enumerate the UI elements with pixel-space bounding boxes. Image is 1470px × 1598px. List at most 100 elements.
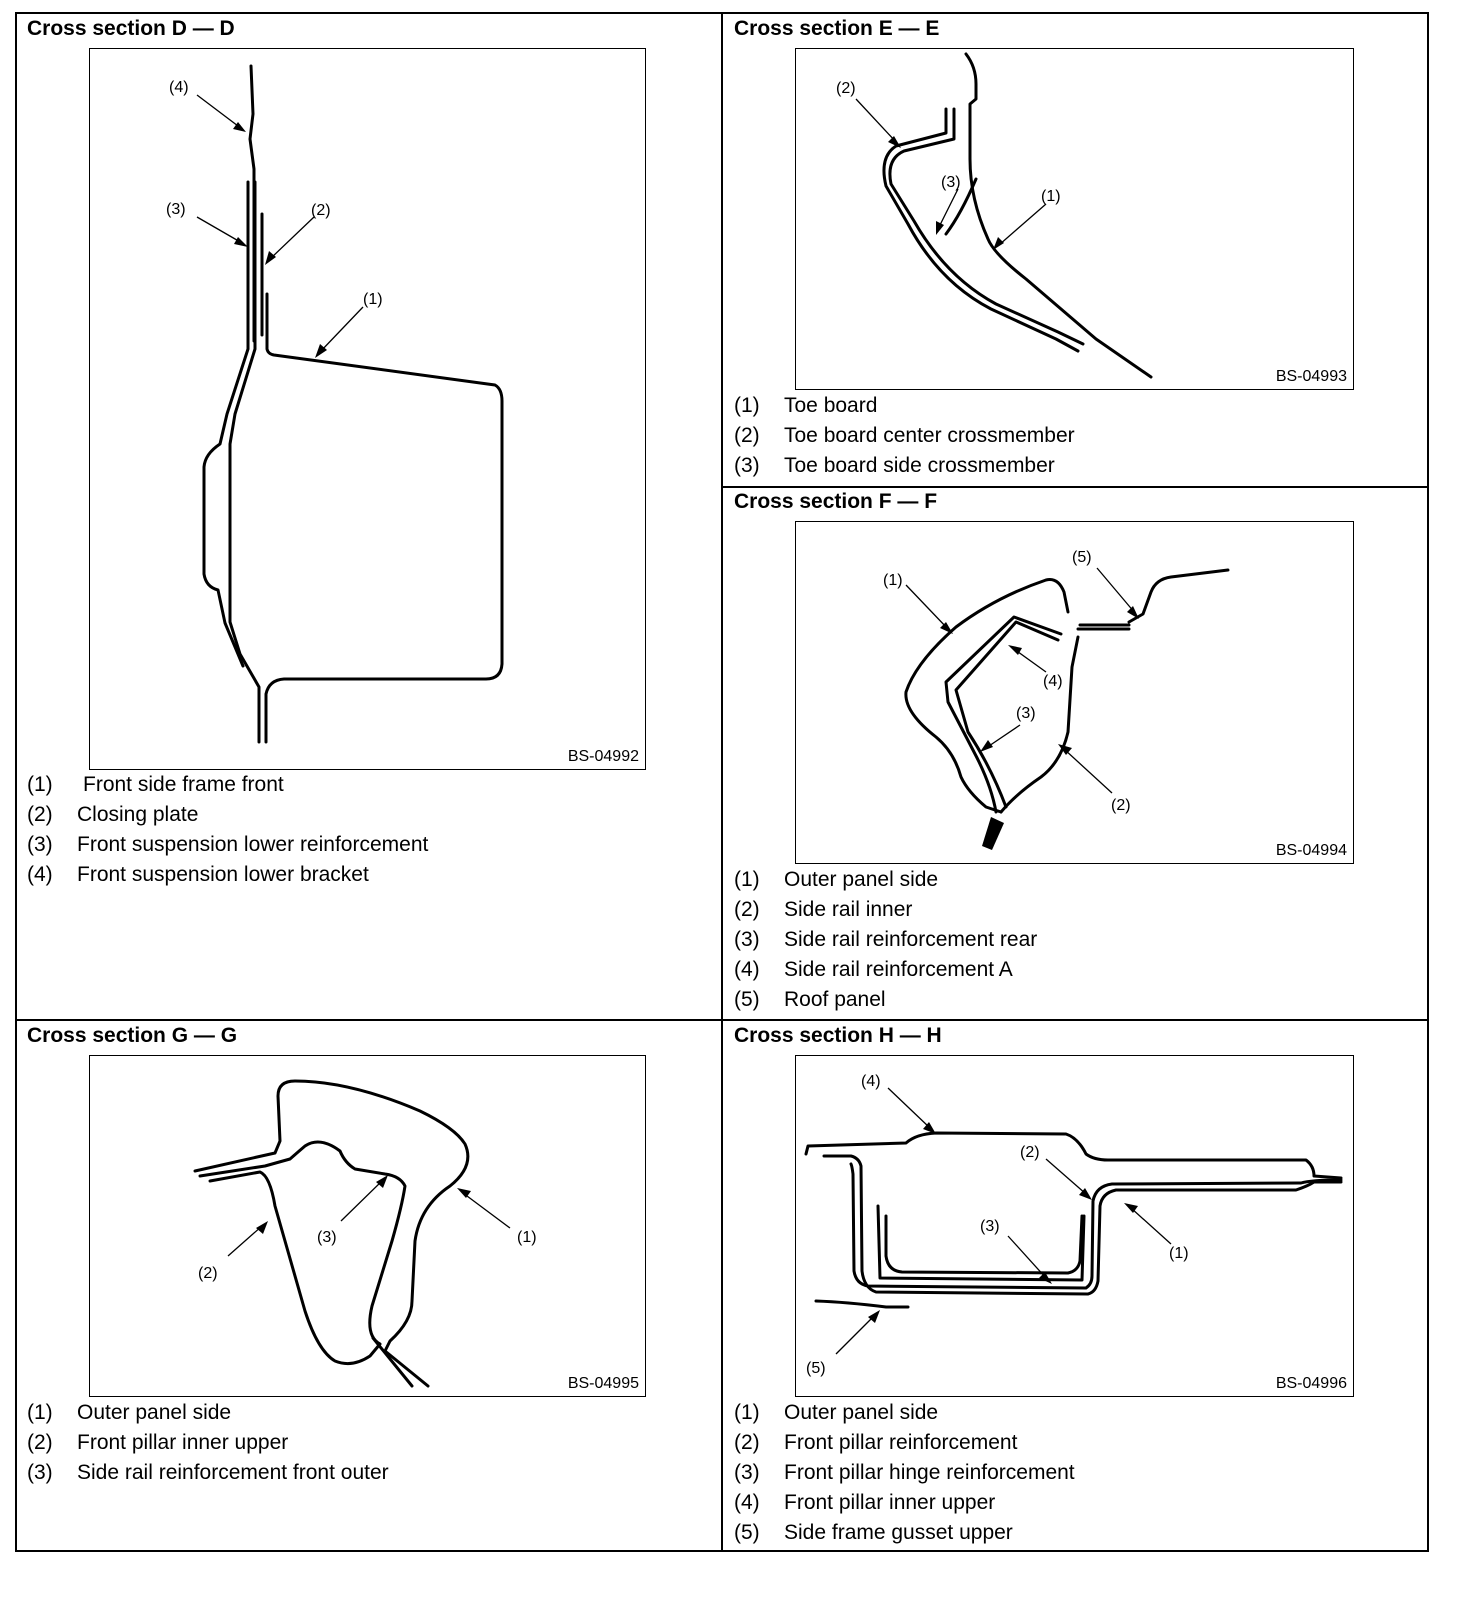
callout-g-2: (2) (198, 1265, 218, 1282)
side-frame-gusset-upper (814, 1299, 910, 1309)
section-g-figure-id: BS-04995 (567, 1375, 639, 1392)
section-d-figure: (4) (3) (2) (1) BS-04992 (89, 48, 646, 770)
legend-number: (1) (27, 773, 53, 796)
front-pillar-hinge-reinforcement (876, 1204, 1086, 1282)
callout-g-1: (1) (517, 1229, 537, 1246)
front-suspension-lower-bracket (248, 64, 256, 343)
section-e-drawing: (2) (3) (1) (836, 52, 1153, 379)
side-rail-reinforcement-a (944, 615, 1063, 814)
legend-text: Side rail reinforcement A (784, 958, 1013, 981)
legend-text: Front pillar reinforcement (784, 1431, 1018, 1454)
legend-number: (1) (734, 1401, 760, 1424)
legend-number: (5) (734, 1521, 760, 1544)
callout-h-3: (3) (980, 1218, 1000, 1235)
toe-board-center-crossmember (882, 107, 1085, 353)
section-f-drawing: (1) (5) (4) (3) (2) (883, 549, 1230, 850)
outer-panel-side (193, 1079, 470, 1388)
section-h-figure: (4) (2) (3) (1) (5) BS-04996 (795, 1055, 1354, 1397)
legend-number: (4) (734, 1491, 760, 1514)
callout-f-3: (3) (1016, 705, 1036, 722)
section-f-heading: Cross section F — F (734, 490, 938, 513)
callout-h-5: (5) (806, 1360, 826, 1377)
roof-panel (1076, 568, 1230, 631)
legend-text: Closing plate (77, 803, 199, 826)
legend-number: (1) (734, 868, 760, 891)
legend-text: Side rail reinforcement rear (784, 928, 1038, 951)
side-rail-reinforcement-rear (954, 620, 1060, 809)
row-divider-right (721, 486, 1429, 488)
legend-number: (4) (734, 958, 760, 981)
section-f-figure: (1) (5) (4) (3) (2) BS-04994 (795, 521, 1354, 864)
section-f-figure-id: BS-04994 (1275, 842, 1347, 859)
legend-text: Outer panel side (784, 868, 939, 891)
outer-panel-side (904, 578, 1070, 814)
legend-number: (3) (734, 1461, 760, 1484)
callout-g-3: (3) (317, 1229, 337, 1246)
leader-lines (835, 1087, 1172, 1355)
callout-e-2: (2) (836, 80, 856, 97)
legend-text: Toe board center crossmember (784, 424, 1075, 447)
callout-e-3: (3) (941, 174, 961, 191)
callout-f-4: (4) (1043, 673, 1063, 690)
section-g-drawing: (2) (3) (1) (193, 1079, 537, 1388)
toe-board-side-crossmember (944, 177, 978, 236)
legend-number: (4) (27, 863, 53, 886)
section-h-heading: Cross section H — H (734, 1024, 942, 1047)
callout-d-2: (2) (311, 202, 331, 219)
legend-number: (2) (734, 898, 760, 921)
legend-number: (2) (27, 1431, 53, 1454)
legend-number: (3) (734, 928, 760, 951)
front-pillar-inner-upper (198, 1140, 407, 1366)
legend-text: Outer panel side (77, 1401, 232, 1424)
legend-number: (3) (27, 833, 53, 856)
callout-d-1: (1) (363, 291, 383, 308)
front-pillar-inner-upper (804, 1131, 1343, 1180)
callout-d-3: (3) (166, 201, 186, 218)
legend-number: (5) (734, 988, 760, 1011)
legend-text: Front suspension lower bracket (77, 863, 369, 886)
section-e-heading: Cross section E — E (734, 17, 940, 40)
legend-text: Front pillar inner upper (784, 1491, 996, 1514)
section-d-figure-id: BS-04992 (567, 748, 639, 765)
legend-text: Side rail inner (784, 898, 913, 921)
legend-text: Toe board side crossmember (784, 454, 1055, 477)
legend-text: Outer panel side (784, 1401, 939, 1424)
gusset-tip (982, 817, 1004, 850)
legend-number: (3) (27, 1461, 53, 1484)
legend-text: Front pillar inner upper (77, 1431, 289, 1454)
legend-text: Side frame gusset upper (784, 1521, 1013, 1544)
section-d-heading: Cross section D — D (27, 17, 235, 40)
legend-number: (2) (734, 1431, 760, 1454)
column-divider (721, 12, 723, 1552)
legend-text: Side rail reinforcement front outer (77, 1461, 389, 1484)
section-e-figure-id: BS-04993 (1275, 368, 1347, 385)
front-suspension-lower-reinforcement (202, 180, 250, 668)
front-side-frame-front (264, 292, 504, 744)
legend-number: (1) (27, 1401, 53, 1424)
side-rail-reinforcement-front-outer (371, 1336, 414, 1388)
legend-number: (3) (734, 454, 760, 477)
callout-e-1: (1) (1041, 188, 1061, 205)
leader-lines (227, 1175, 511, 1257)
leader-lines (905, 567, 1139, 794)
leader-lines (855, 98, 1047, 250)
callout-h-1: (1) (1169, 1245, 1189, 1262)
callout-f-2: (2) (1111, 797, 1131, 814)
callout-f-1: (1) (883, 572, 903, 589)
callout-f-5: (5) (1072, 549, 1092, 566)
section-h-figure-id: BS-04996 (1275, 1375, 1347, 1392)
legend-text: Front side frame front (83, 773, 284, 796)
legend-text: Toe board (784, 394, 878, 417)
toe-board (964, 52, 1153, 379)
section-g-figure: (2) (3) (1) BS-04995 (89, 1055, 646, 1397)
section-d-drawing: (4) (3) (2) (1) (166, 64, 504, 744)
outer-panel-side (822, 1154, 1343, 1296)
row-divider-main (15, 1019, 1429, 1021)
legend-text: Front pillar hinge reinforcement (784, 1461, 1075, 1484)
legend-number: (2) (27, 803, 53, 826)
leader-lines (196, 94, 364, 358)
section-h-drawing: (4) (2) (3) (1) (5) (804, 1073, 1343, 1377)
legend-text: Front suspension lower reinforcement (77, 833, 429, 856)
closing-plate (228, 180, 261, 744)
legend-text: Roof panel (784, 988, 886, 1011)
